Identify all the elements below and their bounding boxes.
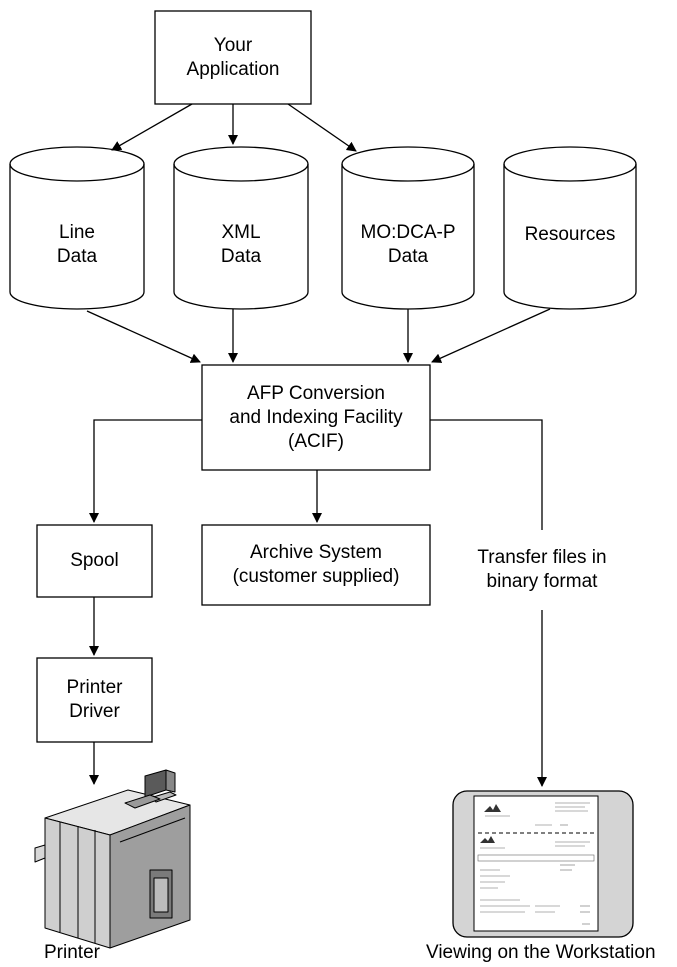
application-label: Your Application [186,34,280,80]
workstation-caption: Viewing on the Workstation [426,942,656,963]
arrow-acif-to-workstation [430,419,543,532]
acif-box [201,364,431,471]
xml-data-label: XML Data [220,222,262,267]
transfer-label: Transfer files in binary format [458,530,626,610]
printer-caption: Printer [44,942,100,963]
arrow-acif-to-spool [89,419,202,523]
workstation-icon [452,790,634,938]
spool-label: Spool [70,550,119,571]
modca-data-label: MO:DCA-P Data [360,222,456,267]
resources-label: Resources [524,224,616,245]
line-data-label: Line Data [56,222,98,267]
arrow-line-data-to-acif [86,310,201,363]
line-data-cylinder [9,146,145,310]
resources-cylinder [503,146,637,310]
arrow-app-to-modca-data [287,103,357,152]
arrow-app-to-line-data [111,103,193,151]
archive-box [201,524,431,606]
acif-label: AFP Conversion and Indexing Facility (AC… [229,382,403,452]
arrow-resources-to-acif [431,308,551,363]
printer-icon [34,769,191,949]
modca-data-cylinder [341,146,475,310]
printer-driver-label: Printer Driver [66,677,123,722]
document-thumbnail [477,802,595,925]
archive-label: Archive System (customer supplied) [232,542,400,587]
xml-data-cylinder [173,146,309,310]
